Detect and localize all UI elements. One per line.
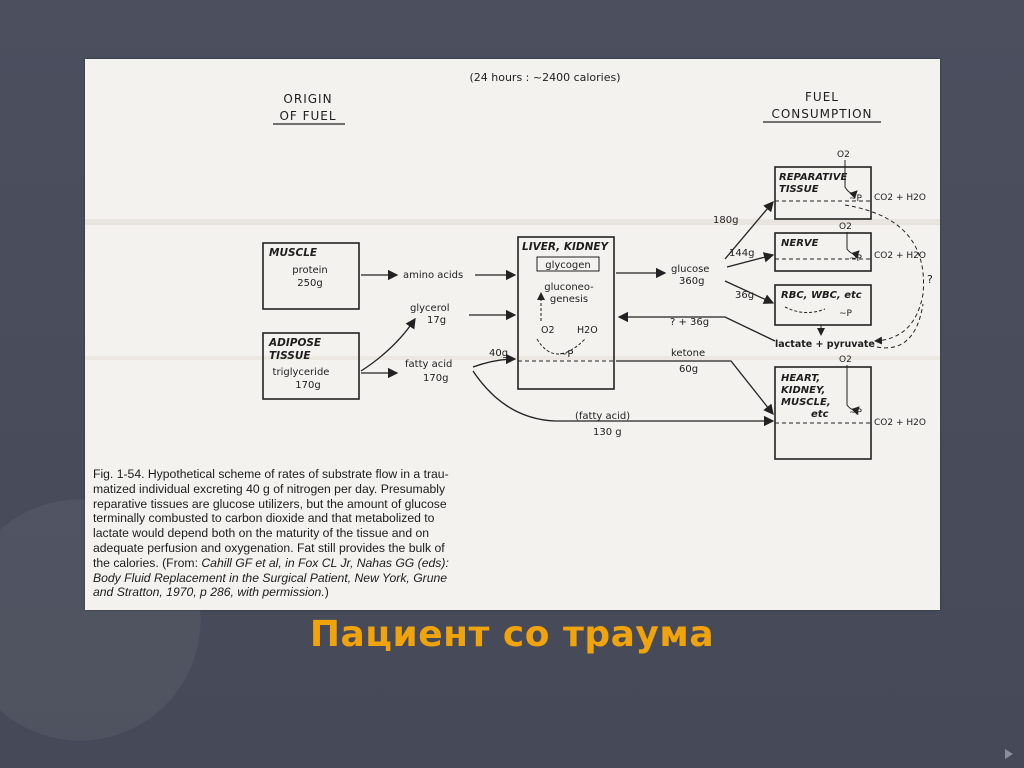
rbc-wbc-box bbox=[774, 284, 872, 326]
reparative-title-line1: REPARATIVE bbox=[779, 172, 847, 183]
caption-line: and Stratton, 1970, p 286, with permissi… bbox=[93, 585, 503, 600]
muscle-title: MUSCLE bbox=[269, 247, 318, 259]
heart-o2: O2 bbox=[839, 355, 852, 365]
figure-panel: (24 hours : ~2400 calories) ORIGIN OF FU… bbox=[85, 59, 940, 610]
liver-oxidation-path bbox=[536, 338, 586, 355]
ketone-label: ketone bbox=[671, 348, 705, 359]
fatty-acid-label: fatty acid bbox=[405, 359, 452, 370]
muscle-box bbox=[262, 242, 360, 310]
caption-line: adequate perfusion and oxygenation. Fat … bbox=[93, 540, 445, 555]
heart-title-line2: KIDNEY, bbox=[781, 385, 825, 396]
origin-heading-line1: ORIGIN bbox=[283, 92, 332, 106]
gluconeogenesis-line2: genesis bbox=[550, 294, 588, 305]
reparative-title-line2: TISSUE bbox=[779, 184, 819, 195]
glycogen-label: glycogen bbox=[545, 260, 591, 271]
dashed-to-lactate bbox=[844, 204, 925, 345]
metabolic-flow-diagram: (24 hours : ~2400 calories) ORIGIN OF FU… bbox=[85, 71, 940, 460]
caption-line: terminally combusted to carbon dioxide a… bbox=[93, 511, 435, 526]
heart-o2-arrow bbox=[846, 365, 860, 415]
reparative-output: CO2 + H2O bbox=[874, 193, 926, 203]
heart-kidney-muscle-box bbox=[774, 366, 872, 460]
rbc-dashed-path bbox=[784, 306, 826, 313]
reparative-p: ~P bbox=[849, 194, 863, 204]
adipose-box bbox=[262, 332, 360, 400]
liver-h2o: H2O bbox=[577, 325, 598, 336]
caption-citation: and Stratton, 1970, p 286, with permissi… bbox=[93, 585, 325, 600]
glucose-amount: 360g bbox=[679, 276, 704, 287]
nerve-output: CO2 + H2O bbox=[874, 251, 926, 261]
caption-line: reparative tissues are glucose utilizers… bbox=[93, 496, 447, 511]
reparative-o2: O2 bbox=[837, 150, 850, 160]
flow-recycle: ? + 36g bbox=[670, 317, 709, 328]
liver-o2: O2 bbox=[541, 325, 555, 336]
arrow-lactate-to-liver bbox=[617, 311, 776, 342]
heart-p: ~P bbox=[849, 408, 863, 418]
fatty-acid-40g-label: 40g bbox=[489, 348, 508, 359]
glucose-label: glucose bbox=[671, 264, 709, 275]
arrow-glucose-to-reparative bbox=[724, 201, 774, 260]
fatty-acid-paren-label: (fatty acid) bbox=[575, 411, 630, 422]
glycogen-box bbox=[536, 256, 600, 272]
flow-144g: 144g bbox=[729, 248, 754, 259]
caption-line: the calories. (From: Cahill GF et al, in… bbox=[93, 556, 503, 571]
dashed-lactate-loop bbox=[876, 303, 924, 349]
heart-title-line1: HEART, bbox=[781, 373, 820, 384]
lactate-pyruvate-label: lactate + pyruvate bbox=[775, 339, 875, 350]
caption-line: matized individual excreting 40 g of nit… bbox=[93, 481, 446, 496]
glycerol-label: glycerol bbox=[410, 303, 449, 314]
nerve-question: ? bbox=[927, 273, 933, 286]
liver-title: LIVER, KIDNEY bbox=[522, 241, 610, 253]
flow-36g: 36g bbox=[735, 290, 754, 301]
ketone-amount: 60g bbox=[679, 364, 698, 375]
adipose-amount: 170g bbox=[295, 380, 320, 391]
reparative-tissue-box bbox=[774, 166, 872, 220]
nerve-title: NERVE bbox=[781, 238, 819, 249]
adipose-triglyceride: triglyceride bbox=[273, 367, 330, 378]
adipose-title-line1: ADIPOSE bbox=[268, 337, 322, 349]
figure-header: (24 hours : ~2400 calories) bbox=[469, 71, 620, 84]
arrow-adipose-to-glycerol bbox=[360, 317, 416, 372]
next-slide-arrow-icon[interactable] bbox=[1005, 749, 1013, 759]
heart-output: CO2 + H2O bbox=[874, 418, 926, 428]
muscle-protein: protein bbox=[292, 265, 328, 276]
rbc-title: RBC, WBC, etc bbox=[781, 290, 862, 301]
liver-kidney-box bbox=[517, 236, 615, 390]
nerve-o2: O2 bbox=[839, 222, 852, 232]
rbc-p: ~P bbox=[839, 309, 853, 319]
caption-citation: Body Fluid Replacement in the Surgical P… bbox=[93, 570, 448, 585]
origin-heading-line2: OF FUEL bbox=[279, 109, 336, 123]
caption-text: ) bbox=[324, 585, 329, 600]
nerve-box bbox=[774, 232, 872, 272]
amino-acids-label: amino acids bbox=[403, 270, 463, 281]
flow-180g: 180g bbox=[713, 215, 738, 226]
caption-citation: Cahill GF et al, in Fox CL Jr, Nahas GG … bbox=[201, 555, 449, 570]
scan-band bbox=[85, 219, 940, 225]
arrow-fatty-acid-to-liver bbox=[472, 353, 517, 368]
muscle-amount: 250g bbox=[297, 278, 322, 289]
figure-caption: Fig. 1-54. Hypothetical scheme of rates … bbox=[93, 467, 503, 600]
fatty-acid-amount: 170g bbox=[423, 373, 448, 384]
arrow-glucose-to-rbc bbox=[724, 280, 775, 304]
arrow-ketone-to-heart bbox=[616, 360, 774, 416]
reparative-o2-arrow bbox=[844, 160, 858, 199]
glycerol-amount: 17g bbox=[427, 315, 446, 326]
caption-line: Fig. 1-54. Hypothetical scheme of rates … bbox=[93, 467, 449, 481]
consumption-heading-line2: CONSUMPTION bbox=[771, 107, 872, 121]
consumption-heading-line1: FUEL bbox=[805, 90, 839, 104]
heart-title-line3: MUSCLE, bbox=[781, 397, 831, 408]
arrow-fatty-acid-to-heart bbox=[472, 370, 775, 427]
arrow-glucose-to-nerve bbox=[726, 252, 775, 268]
caption-line: Body Fluid Replacement in the Surgical P… bbox=[93, 571, 503, 586]
liver-p: ~P bbox=[559, 349, 573, 360]
caption-line: lactate would depend both on the maturit… bbox=[93, 526, 430, 541]
heart-title-line4: etc bbox=[811, 409, 829, 420]
slide-title: Пациент со траума bbox=[309, 614, 715, 655]
gluconeogenesis-line1: gluconeo- bbox=[544, 282, 594, 293]
fatty-acid-paren-amount: 130 g bbox=[593, 427, 622, 438]
caption-text: the calories. (From: bbox=[93, 555, 202, 570]
nerve-o2-arrow bbox=[846, 232, 860, 259]
adipose-title-line2: TISSUE bbox=[269, 350, 311, 362]
